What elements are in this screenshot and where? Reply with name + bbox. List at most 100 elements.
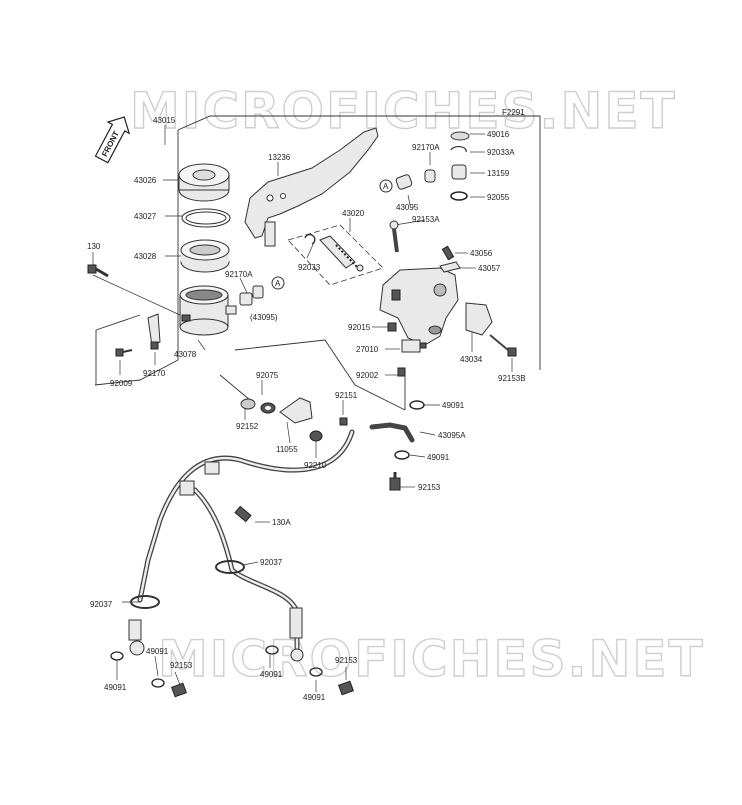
part-label-13236: 13236 [268, 153, 291, 162]
clip-92033A [450, 146, 467, 153]
clamp-92170A [239, 285, 264, 306]
part-label-92015: 92015 [348, 323, 371, 332]
part-label-49091-a: 49091 [442, 401, 465, 410]
bolt-92153-b [171, 682, 187, 698]
brake-hose-lower [192, 487, 300, 653]
part-label-49091-e: 49091 [260, 670, 283, 679]
banjo-right [289, 607, 304, 662]
clamp-92037-a [130, 595, 160, 609]
grommet-92075 [260, 402, 276, 414]
part-label-43015: 43015 [153, 116, 176, 125]
part-label-92153-c: 92153 [335, 656, 358, 665]
screw-92002 [397, 367, 406, 377]
washer-49091-c [110, 651, 124, 661]
part-label-130A: 130A [272, 518, 291, 527]
oring-92055 [450, 191, 468, 201]
callout-a-right-text: A [383, 182, 389, 191]
bolt-130 [87, 264, 109, 278]
watermark-bottom: MICROFICHES.NET [158, 630, 705, 688]
part-label-43027: 43027 [134, 212, 157, 221]
bolt-92153B [489, 334, 517, 357]
callout-a-left-text: A [275, 279, 281, 288]
holder-43034 [465, 302, 493, 336]
figure-code: F2291 [502, 108, 525, 117]
reservoir-cap [178, 163, 230, 202]
part-label-92075: 92075 [256, 371, 279, 380]
part-label-43056: 43056 [470, 249, 493, 258]
part-label-92170A-r: 92170A [412, 143, 440, 152]
part-label-92033A: 92033A [487, 148, 515, 157]
part-label-130: 130 [87, 242, 101, 251]
part-labels: 4301543026430274302813092170A(43095)4307… [87, 116, 526, 702]
part-label-92055: 92055 [487, 193, 510, 202]
part-label-92210: 92210 [304, 461, 327, 470]
reservoir-plate [181, 208, 231, 228]
part-label-92002: 92002 [356, 371, 379, 380]
grommet-92210 [309, 430, 323, 442]
part-label-92033: 92033 [298, 263, 321, 272]
part-label-92170: 92170 [143, 369, 166, 378]
banjo-left [128, 619, 145, 656]
nut-92015 [387, 322, 397, 332]
part-label-49091-d: 49091 [146, 647, 169, 656]
fitting-13159 [451, 164, 467, 180]
part-label-92009: 92009 [110, 379, 133, 388]
brake-lever [244, 127, 379, 247]
part-label-49091-f: 49091 [303, 693, 326, 702]
part-label-43078: 43078 [174, 350, 197, 359]
part-label-43095-r: 43095 [396, 203, 419, 212]
clamp-92037-b [215, 560, 245, 574]
callout-a-left: A [271, 276, 285, 290]
washer-49091-e [265, 645, 279, 655]
part-label-27010: 27010 [356, 345, 379, 354]
bracket-11055 [279, 397, 313, 424]
switch-27010 [401, 339, 427, 353]
screw-92170 [150, 341, 159, 350]
washer-49091-f [309, 667, 323, 677]
piston-assembly [287, 224, 384, 286]
part-label-43095-p: (43095) [250, 313, 278, 322]
master-cylinder-body [379, 267, 459, 346]
screw-92151 [339, 417, 348, 426]
part-label-92153B: 92153B [498, 374, 526, 383]
screw-92009 [115, 348, 133, 357]
part-label-92170A-l: 92170A [225, 270, 253, 279]
brake-hose-upper [137, 422, 415, 603]
bolt-130A [234, 505, 252, 523]
assembly-frame [94, 115, 541, 411]
part-label-92153A: 92153A [412, 215, 440, 224]
reservoir-bracket [147, 313, 161, 347]
reservoir-diaphragm [180, 239, 230, 273]
part-label-43057: 43057 [478, 264, 501, 273]
part-label-49091-c: 49091 [104, 683, 127, 692]
bracket-43057 [439, 261, 461, 273]
part-label-92037-b: 92037 [260, 558, 283, 567]
bolt-92153-c [338, 680, 354, 696]
part-label-11055: 11055 [276, 445, 298, 454]
part-label-49091-b: 49091 [427, 453, 450, 462]
washer-49091-b [394, 450, 410, 460]
part-label-92037-a: 92037 [90, 600, 113, 609]
cap-49016 [450, 131, 470, 141]
washer-49091-d [151, 678, 165, 688]
front-arrow-icon: FRONT [94, 116, 131, 164]
callout-a-right: A [379, 179, 393, 193]
leader-lines [92, 125, 513, 692]
part-label-13159: 13159 [487, 169, 510, 178]
bolt-92153A [389, 220, 399, 253]
part-label-43034: 43034 [460, 355, 483, 364]
switch-43056 [441, 245, 455, 261]
pipe-43095 [395, 169, 436, 190]
part-label-92152: 92152 [236, 422, 259, 431]
washer-49091-a [409, 400, 425, 410]
part-label-43028: 43028 [134, 252, 157, 261]
part-label-92151: 92151 [335, 391, 358, 400]
washer-92152 [240, 398, 256, 410]
part-label-43026: 43026 [134, 176, 157, 185]
part-label-43020: 43020 [342, 209, 365, 218]
part-label-43095A: 43095A [438, 431, 466, 440]
watermark-top: MICROFICHES.NET [130, 82, 677, 140]
bolt-92153-a [389, 472, 401, 491]
